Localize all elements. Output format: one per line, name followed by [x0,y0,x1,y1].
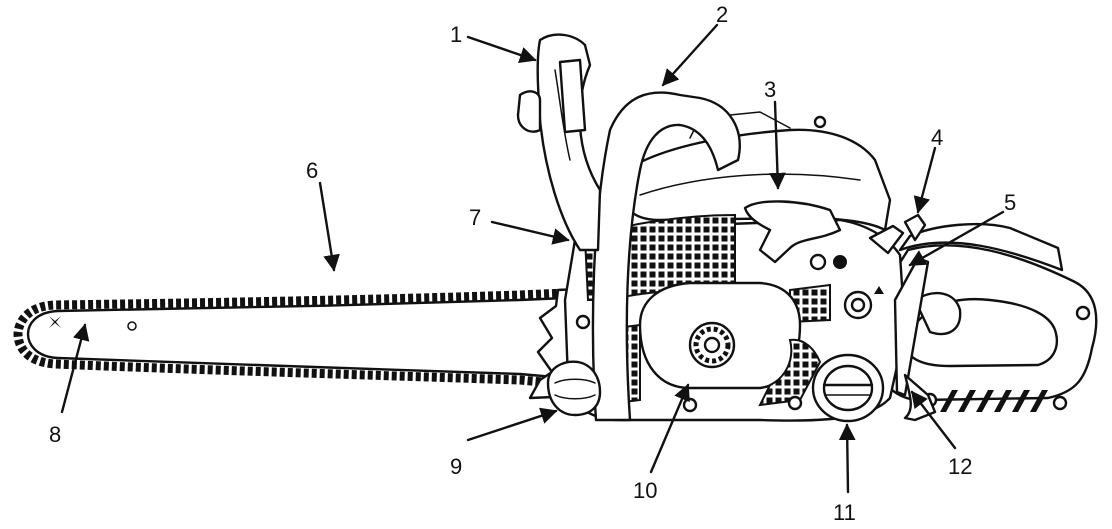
guide-bar [13,288,567,389]
callout-2: 2 [716,2,728,27]
starter-grip [743,200,847,271]
callout-9: 9 [450,454,462,479]
callout-7: 7 [469,205,481,230]
chain-brake-guard [516,33,602,252]
starter-rotor [688,321,736,369]
leader-lines [60,23,1005,494]
callout-12: 12 [948,454,972,479]
callout-5: 5 [1004,190,1016,215]
callout-1: 1 [450,22,462,47]
fuel-cap [811,353,885,423]
callout-3: 3 [764,77,776,102]
callout-6: 6 [306,158,318,183]
rear-vent-slots [940,390,1048,412]
callout-4: 4 [931,125,943,150]
callout-labels: 1 2 3 4 5 6 7 8 9 10 11 12 [49,2,1016,525]
sprocket-nose [49,316,61,328]
callout-11: 11 [833,500,856,525]
choke-knob [843,286,884,320]
oil-cap [546,360,602,417]
callout-10: 10 [633,478,657,503]
callout-8: 8 [49,422,61,447]
